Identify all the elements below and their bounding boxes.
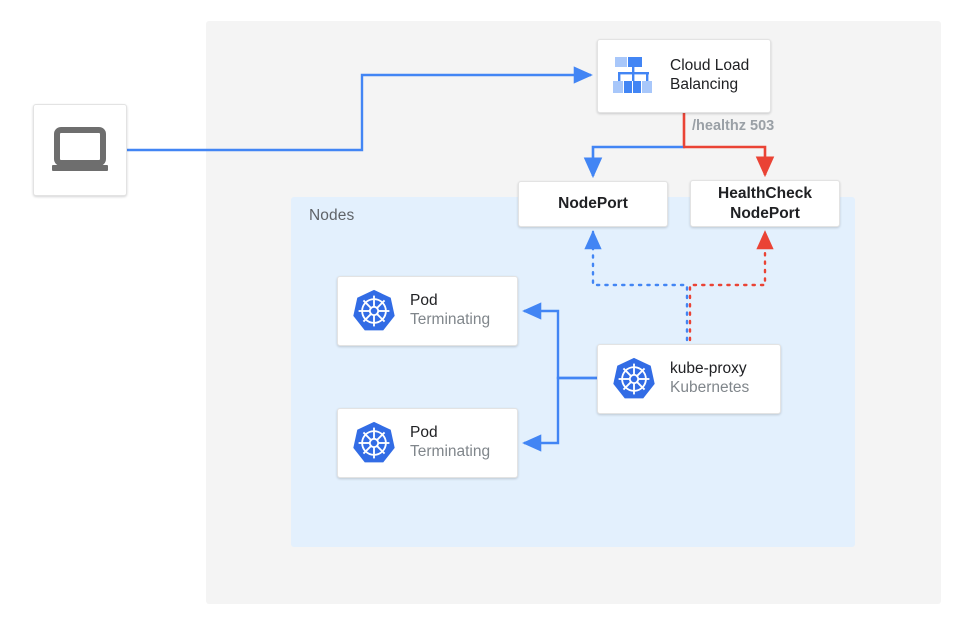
cloud-load-balancing-node[interactable]: Cloud Load Balancing (597, 39, 771, 113)
cloud-load-balancing-icon (613, 57, 652, 93)
pod-2-title: Pod (410, 424, 438, 442)
cloud-load-balancing-title: Cloud Load (670, 57, 750, 75)
pod-1-node[interactable]: Pod Terminating (337, 276, 518, 346)
pod-1-title: Pod (410, 292, 438, 310)
healthcheck-nodeport-label: HealthCheck NodePort (691, 184, 839, 223)
nodeport-label: NodePort (558, 195, 628, 213)
laptop-icon (52, 127, 108, 171)
kube-proxy-node[interactable]: kube-proxy Kubernetes (597, 344, 781, 414)
kube-proxy-title: kube-proxy (670, 360, 747, 378)
nodes-region-label: Nodes (309, 207, 355, 224)
healthcheck-nodeport-label-line1: HealthCheck (718, 185, 812, 203)
pod-2-node[interactable]: Pod Terminating (337, 408, 518, 478)
healthz-edge-label: /healthz 503 (692, 118, 775, 134)
kubernetes-icon (613, 357, 655, 399)
kubernetes-icon (353, 289, 395, 331)
pod-1-status: Terminating (410, 311, 491, 328)
healthcheck-nodeport-label-line2: NodePort (730, 204, 800, 222)
kube-proxy-text: kube-proxy Kubernetes (670, 360, 749, 398)
client-node[interactable] (33, 104, 127, 196)
kubernetes-icon (353, 421, 395, 463)
pod-1-text: Pod Terminating (410, 292, 490, 330)
healthcheck-nodeport-node[interactable]: HealthCheck NodePort (690, 180, 840, 227)
kube-proxy-subtitle: Kubernetes (670, 379, 750, 396)
pod-2-status: Terminating (410, 443, 491, 460)
nodeport-node[interactable]: NodePort (518, 181, 668, 227)
cloud-load-balancing-text: Cloud Load Balancing (670, 57, 749, 95)
pod-2-text: Pod Terminating (410, 424, 490, 462)
cloud-load-balancing-title-line2: Balancing (670, 76, 739, 93)
